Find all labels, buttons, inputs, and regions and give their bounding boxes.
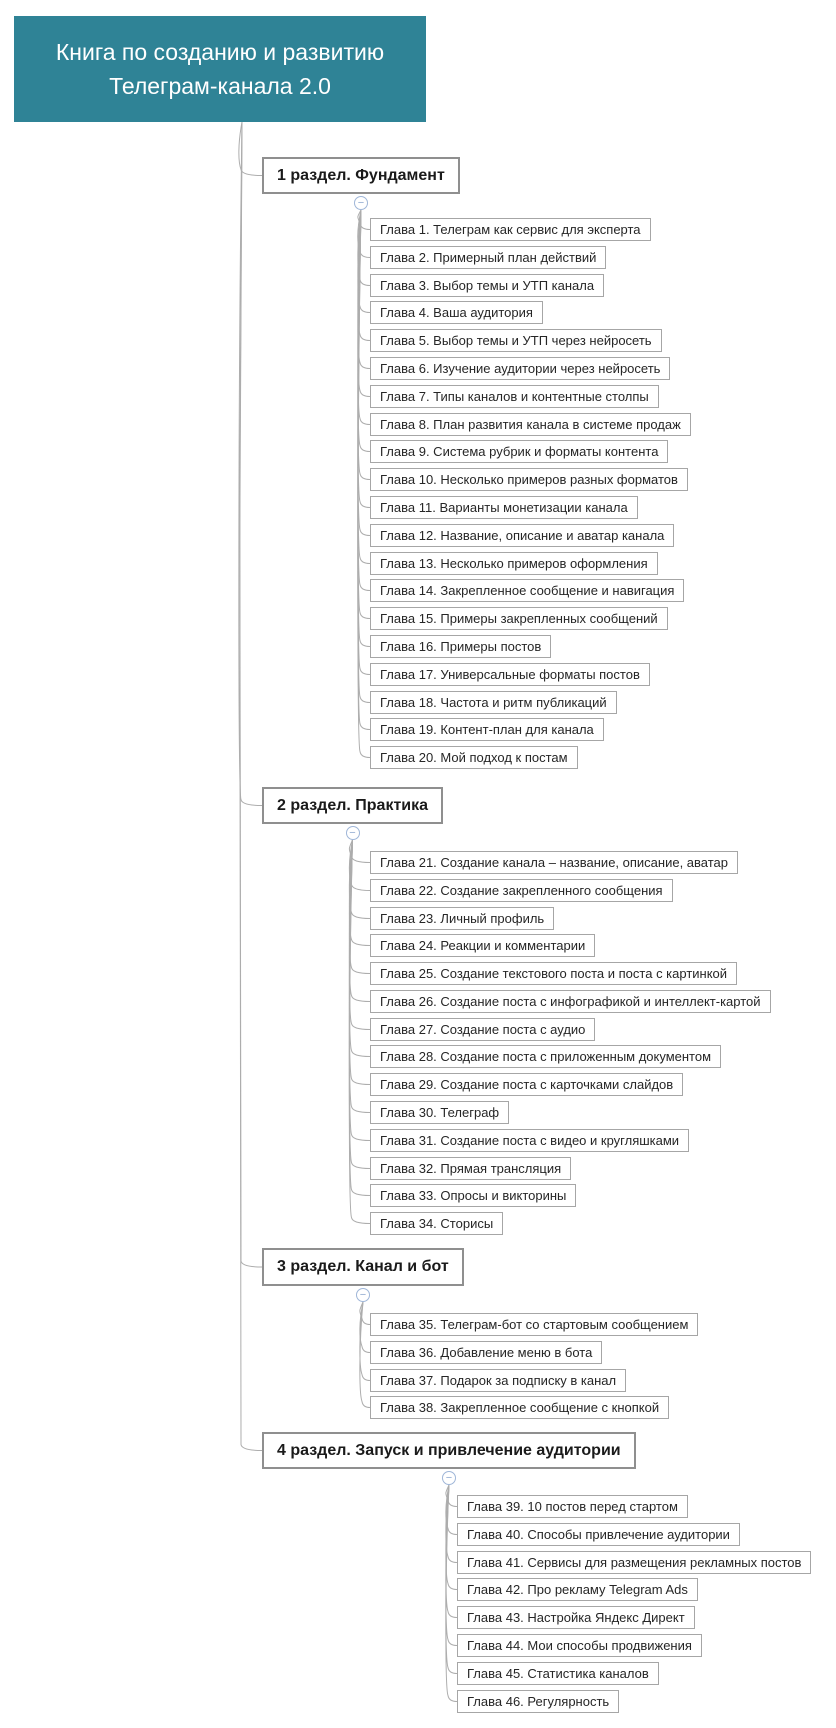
collapse-toggle[interactable]: − — [354, 196, 368, 210]
chapter-node[interactable]: Глава 23. Личный профиль — [370, 907, 555, 930]
chapter-node[interactable]: Глава 42. Про рекламу Telegram Ads — [457, 1578, 698, 1601]
chapter-node[interactable]: Глава 19. Контент-план для канала — [370, 718, 604, 741]
chapter-node[interactable]: Глава 21. Создание канала – название, оп… — [370, 851, 739, 874]
chapter-node[interactable]: Глава 40. Способы привлечение аудитории — [457, 1523, 740, 1546]
chapter-node[interactable]: Глава 46. Регулярность — [457, 1690, 620, 1713]
chapter-node[interactable]: Глава 27. Создание поста с аудио — [370, 1018, 596, 1041]
chapter-node[interactable]: Глава 25. Создание текстового поста и по… — [370, 962, 738, 985]
minus-icon: − — [445, 1471, 453, 1484]
chapter-node[interactable]: Глава 7. Типы каналов и контентные столп… — [370, 385, 659, 408]
section-node-4[interactable]: 4 раздел. Запуск и привлечение аудитории — [262, 1432, 636, 1469]
chapter-node[interactable]: Глава 15. Примеры закрепленных сообщений — [370, 607, 668, 630]
chapter-node[interactable]: Глава 1. Телеграм как сервис для эксперт… — [370, 218, 651, 241]
section-label: 4 раздел. Запуск и привлечение аудитории — [277, 1441, 621, 1459]
chapter-node[interactable]: Глава 8. План развития канала в системе … — [370, 413, 691, 436]
chapter-node[interactable]: Глава 43. Настройка Яндекс Директ — [457, 1606, 695, 1629]
chapter-node[interactable]: Глава 4. Ваша аудитория — [370, 301, 543, 324]
chapter-node[interactable]: Глава 44. Мои способы продвижения — [457, 1634, 702, 1657]
chapter-node[interactable]: Глава 38. Закрепленное сообщение с кнопк… — [370, 1396, 670, 1419]
chapter-node[interactable]: Глава 37. Подарок за подписку в канал — [370, 1369, 627, 1392]
section-label: 1 раздел. Фундамент — [277, 166, 445, 184]
chapter-node[interactable]: Глава 12. Название, описание и аватар ка… — [370, 524, 675, 547]
chapter-node[interactable]: Глава 9. Система рубрик и форматы контен… — [370, 440, 669, 463]
chapter-node[interactable]: Глава 16. Примеры постов — [370, 635, 552, 658]
chapter-node[interactable]: Глава 29. Создание поста с карточками сл… — [370, 1073, 684, 1096]
chapter-node[interactable]: Глава 32. Прямая трансляция — [370, 1157, 572, 1180]
collapse-toggle[interactable]: − — [345, 826, 360, 840]
chapter-node[interactable]: Глава 45. Статистика каналов — [457, 1662, 659, 1685]
chapter-node[interactable]: Глава 17. Универсальные форматы постов — [370, 663, 650, 686]
minus-icon: − — [357, 196, 365, 209]
minus-icon: − — [349, 826, 356, 839]
minus-icon: − — [359, 1288, 367, 1301]
chapter-node[interactable]: Глава 6. Изучение аудитории через нейрос… — [370, 357, 671, 380]
section-label: 2 раздел. Практика — [277, 796, 429, 814]
chapter-node[interactable]: Глава 20. Мой подход к постам — [370, 746, 578, 769]
root-node[interactable]: Книга по созданию и развитию Телеграм-ка… — [14, 16, 426, 122]
chapter-node[interactable]: Глава 11. Варианты монетизации канала — [370, 496, 638, 519]
chapter-node[interactable]: Глава 10. Несколько примеров разных форм… — [370, 468, 688, 491]
chapter-node[interactable]: Глава 24. Реакции и комментарии — [370, 934, 596, 957]
chapter-node[interactable]: Глава 3. Выбор темы и УТП канала — [370, 274, 605, 297]
chapter-node[interactable]: Глава 18. Частота и ритм публикаций — [370, 691, 617, 714]
chapter-node[interactable]: Глава 33. Опросы и викторины — [370, 1184, 577, 1207]
chapter-node[interactable]: Глава 28. Создание поста с приложенным д… — [370, 1045, 722, 1068]
chapter-node[interactable]: Глава 41. Сервисы для размещения рекламн… — [457, 1551, 812, 1574]
chapter-node[interactable]: Глава 26. Создание поста с инфографикой … — [370, 990, 771, 1013]
section-node-1[interactable]: 1 раздел. Фундамент — [262, 157, 460, 194]
chapter-node[interactable]: Глава 13. Несколько примеров оформления — [370, 552, 658, 575]
chapter-node[interactable]: Глава 35. Телеграм-бот со стартовым сооб… — [370, 1313, 699, 1336]
chapter-node[interactable]: Глава 39. 10 постов перед стартом — [457, 1495, 688, 1518]
chapter-node[interactable]: Глава 2. Примерный план действий — [370, 246, 607, 269]
section-node-3[interactable]: 3 раздел. Канал и бот — [262, 1248, 464, 1286]
chapter-node[interactable]: Глава 34. Сторисы — [370, 1212, 504, 1235]
collapse-toggle[interactable]: − — [442, 1471, 456, 1485]
chapter-node[interactable]: Глава 5. Выбор темы и УТП через нейросет… — [370, 329, 662, 352]
chapter-node[interactable]: Глава 36. Добавление меню в бота — [370, 1341, 603, 1364]
collapse-toggle[interactable]: − — [356, 1288, 370, 1302]
section-label: 3 раздел. Канал и бот — [277, 1258, 449, 1275]
chapter-node[interactable]: Глава 31. Создание поста с видео и кругл… — [370, 1129, 690, 1152]
chapter-node[interactable]: Глава 22. Создание закрепленного сообщен… — [370, 879, 673, 902]
root-node-title: Книга по созданию и развитию Телеграм-ка… — [55, 38, 385, 100]
section-node-2[interactable]: 2 раздел. Практика — [262, 787, 444, 824]
chapter-node[interactable]: Глава 14. Закрепленное сообщение и навиг… — [370, 579, 685, 602]
chapter-node[interactable]: Глава 30. Телеграф — [370, 1101, 510, 1124]
